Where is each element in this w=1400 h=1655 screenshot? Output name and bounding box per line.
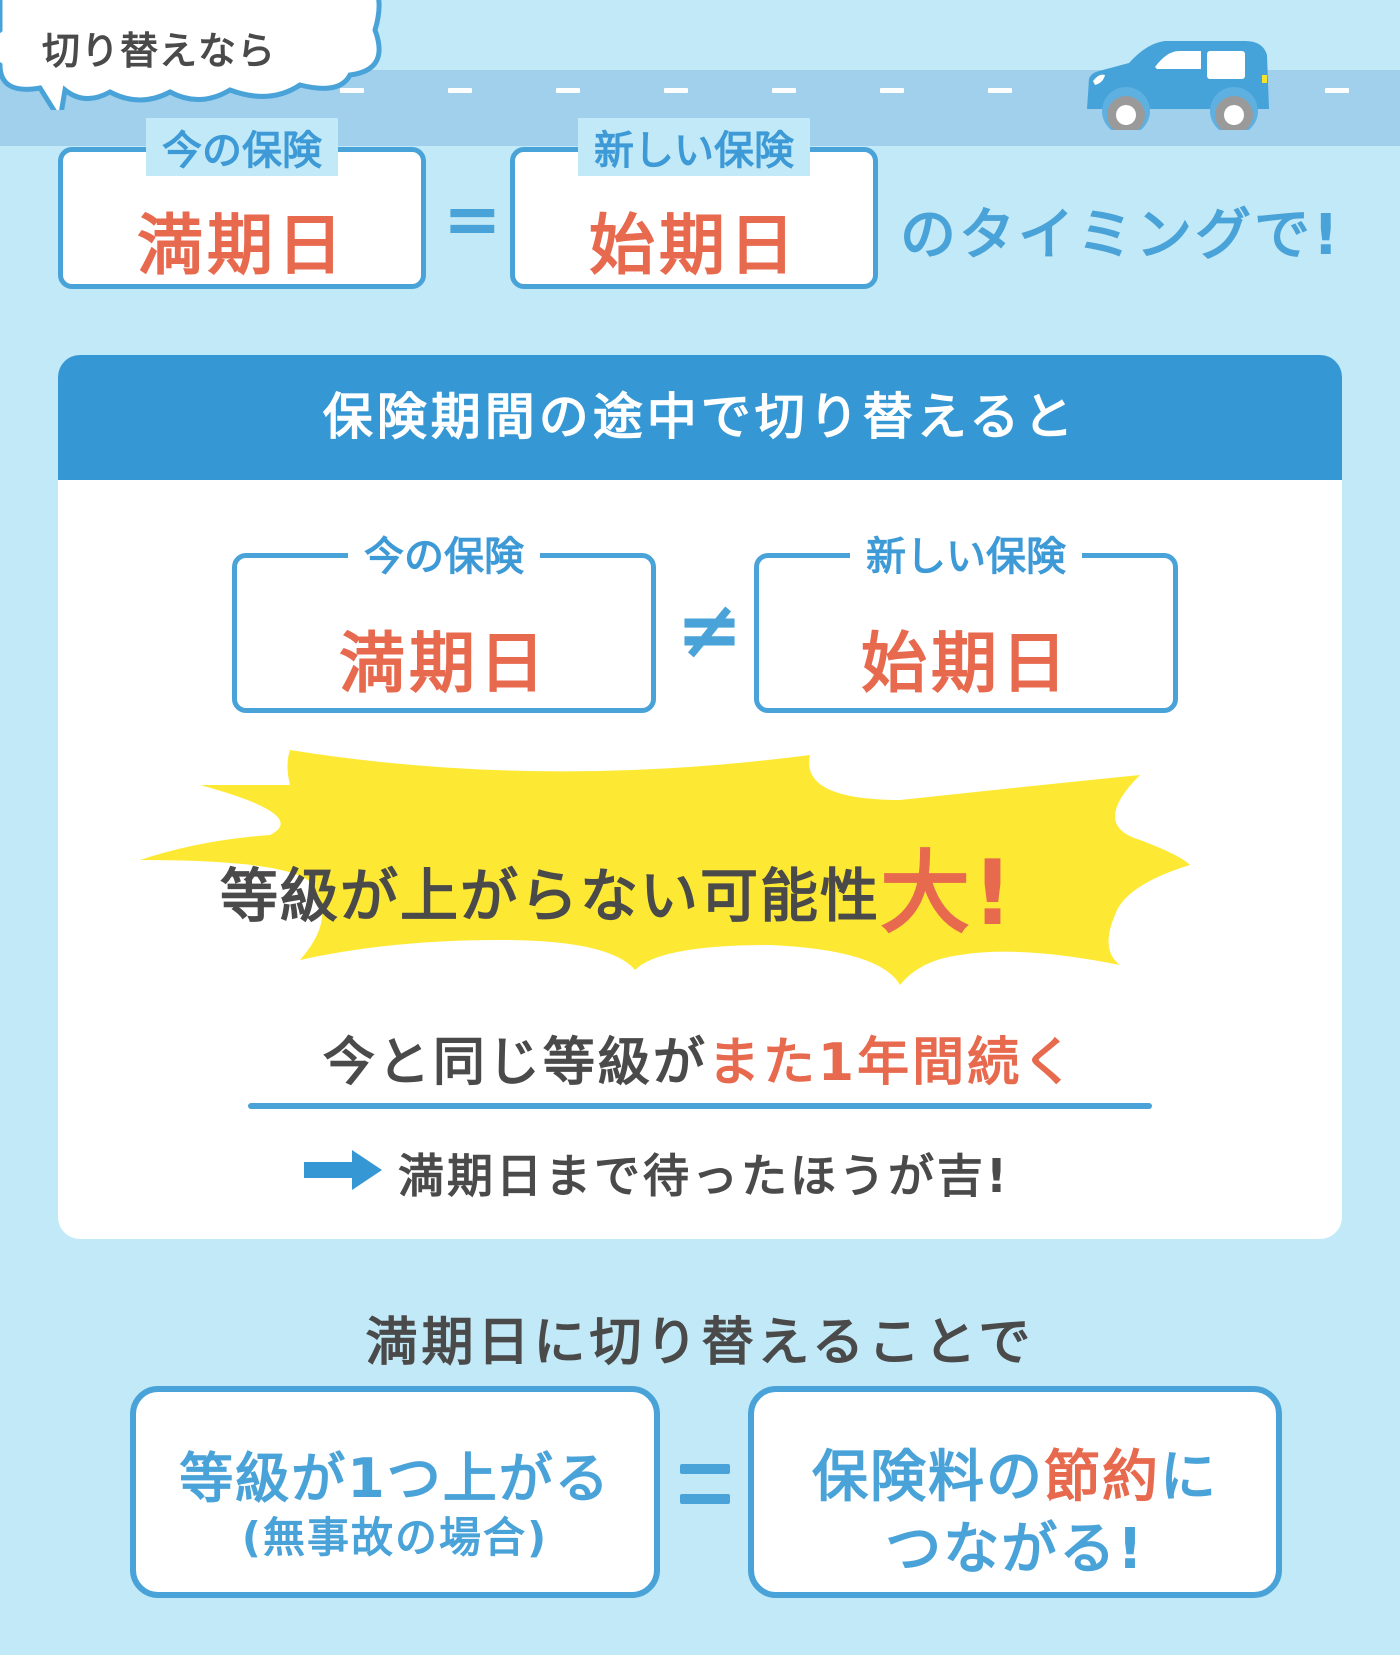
same-grade-line: 今と同じ等級がまた1年間続く [250,1020,1150,1095]
start-date-value: 始期日 [589,207,799,284]
grade-up-text: 等級が1つ上がる [179,1447,611,1510]
grade-warning-emphasis: 大! [880,841,1016,946]
timing-text: のタイミングで! [900,203,1342,268]
expiry-date-value: 満期日 [137,207,347,284]
same-grade-prefix: 今と同じ等級が [322,1033,708,1093]
grade-up-box: 等級が1つ上がる (無事故の場合) [130,1386,660,1598]
road-dash [664,88,688,93]
premium-saving-line2: つながる! [885,1517,1145,1582]
grade-warning-text: 等級が上がらない可能性大! [220,820,1015,950]
premium-saving-suffix: に [1160,1445,1218,1510]
no-accident-note: (無事故の場合) [241,1513,549,1562]
equals-bar [680,1494,730,1504]
current-insurance-box: 今の保険 満期日 [58,118,426,289]
burst-shape-icon [140,750,1190,985]
grade-warning-main: 等級が上がらない可能性 [220,862,881,930]
card-header: 保険期間の途中で切り替えると [58,355,1342,480]
equals-bar [680,1464,730,1474]
road-dash [988,88,1012,93]
road-dash [880,88,904,93]
divider-line [248,1103,1152,1109]
card-new-insurance-box: 新しい保険 始期日 [754,524,1178,713]
current-insurance-label: 今の保険 [146,118,338,176]
card-start-date-value: 始期日 [861,625,1071,702]
road-dash [448,88,472,93]
premium-saving-prefix: 保険料の [812,1445,1044,1510]
conclusion-text: 満期日まで待ったほうが吉! [398,1149,1010,1203]
card-current-insurance-box: 今の保険 満期日 [232,524,656,713]
card-expiry-date-value: 満期日 [339,625,549,702]
card-current-insurance-label: 今の保険 [348,524,540,582]
equals-sign: = [443,178,502,260]
car-icon [1087,41,1269,130]
road-dash [1325,88,1349,93]
bottom-title: 満期日に切り替えることで [365,1313,1035,1373]
road-dash [556,88,580,93]
bubble-text: 切り替えなら [42,29,277,73]
arrow-right-icon [304,1150,382,1190]
not-equal-sign: ≠ [676,583,744,676]
same-grade-accent: また1年間続く [707,1033,1078,1093]
new-insurance-label: 新しい保険 [578,118,810,176]
premium-saving-box: 保険料の節約に つながる! [748,1386,1282,1598]
bottom-equals-sign [680,1450,730,1520]
premium-saving-line1: 保険料の節約に [754,1432,1276,1513]
card-new-insurance-label: 新しい保険 [850,524,1082,582]
road-dash [340,88,364,93]
saving-accent: 節約 [1044,1445,1160,1510]
new-insurance-box: 新しい保険 始期日 [510,118,878,289]
road-dash [772,88,796,93]
speech-bubble-icon [0,0,382,110]
